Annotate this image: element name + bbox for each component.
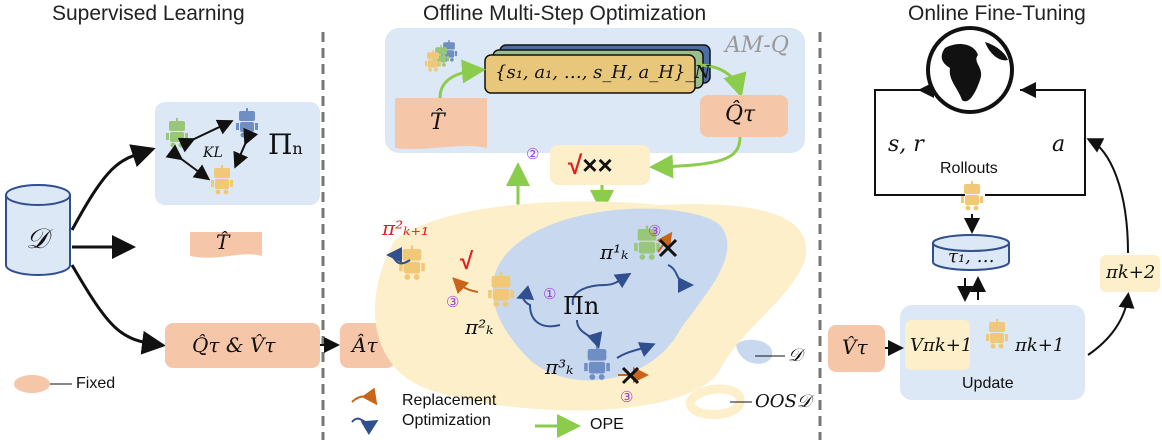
oos-legend-label: OOS𝒟 [755, 391, 812, 412]
state-reward-label: s, r [888, 132, 924, 157]
pi-k1-right-label: πk+1 [1015, 335, 1065, 356]
dataset-cylinder-icon [5, 184, 71, 276]
trajectories-label: {s₁, a₁, …, s_H, a_H}_N [495, 62, 711, 83]
buffer-cylinder-icon [932, 234, 1010, 271]
advantage-label: Âτ [352, 333, 378, 357]
pi-k2-right-label: πk+2 [1106, 262, 1156, 283]
fixed-legend-label: Fixed [76, 375, 116, 392]
dataset-label: 𝒟 [26, 222, 49, 255]
model-label-center: T̂ [430, 110, 445, 135]
ensemble-center: Πn [563, 292, 600, 320]
step-1-marker: ① [543, 286, 557, 303]
legend-replacement: Replacement [402, 392, 497, 409]
value-label: V̂τ [842, 335, 868, 359]
evaluation-result: √×× [568, 150, 613, 180]
rollouts-label: Rollouts [940, 160, 998, 177]
globe-icon [926, 26, 1014, 114]
step-2-marker: ② [526, 146, 540, 163]
step-3-marker: ③ [446, 294, 460, 311]
pi-k1-label: π¹ₖ [600, 240, 629, 264]
step-3-marker: ③ [648, 223, 662, 240]
ensemble-label: Πn [268, 128, 303, 161]
pi-k2-label: π²ₖ [465, 315, 494, 339]
action-label: a [1052, 132, 1066, 157]
legend-optimization: Optimization [402, 412, 491, 429]
pi-k3-label: π³ₖ [545, 355, 574, 379]
dataset-legend-label: 𝒟 [788, 345, 803, 366]
amq-label: AM-Q [725, 33, 789, 58]
buffer-label: τ₁, … [948, 246, 995, 267]
pi-next-label: π²ₖ₊₁ [382, 216, 430, 240]
kl-label: KL [203, 145, 223, 161]
section-title-offline: Offline Multi-Step Optimization [423, 2, 707, 25]
legend-ope: OPE [590, 416, 624, 433]
section-title-supervised: Supervised Learning [52, 2, 245, 25]
q-v-label: Q̂τ & V̂τ [192, 333, 276, 357]
step-3-marker: ③ [620, 389, 634, 406]
update-label: Update [962, 375, 1014, 392]
q-label-center: Q̂τ [725, 102, 756, 127]
model-label: T̂ [216, 230, 230, 254]
v-pi-label: Vπk+1 [910, 335, 973, 356]
section-title-online: Online Fine-Tuning [908, 2, 1086, 25]
selected-check: √ [460, 248, 474, 275]
